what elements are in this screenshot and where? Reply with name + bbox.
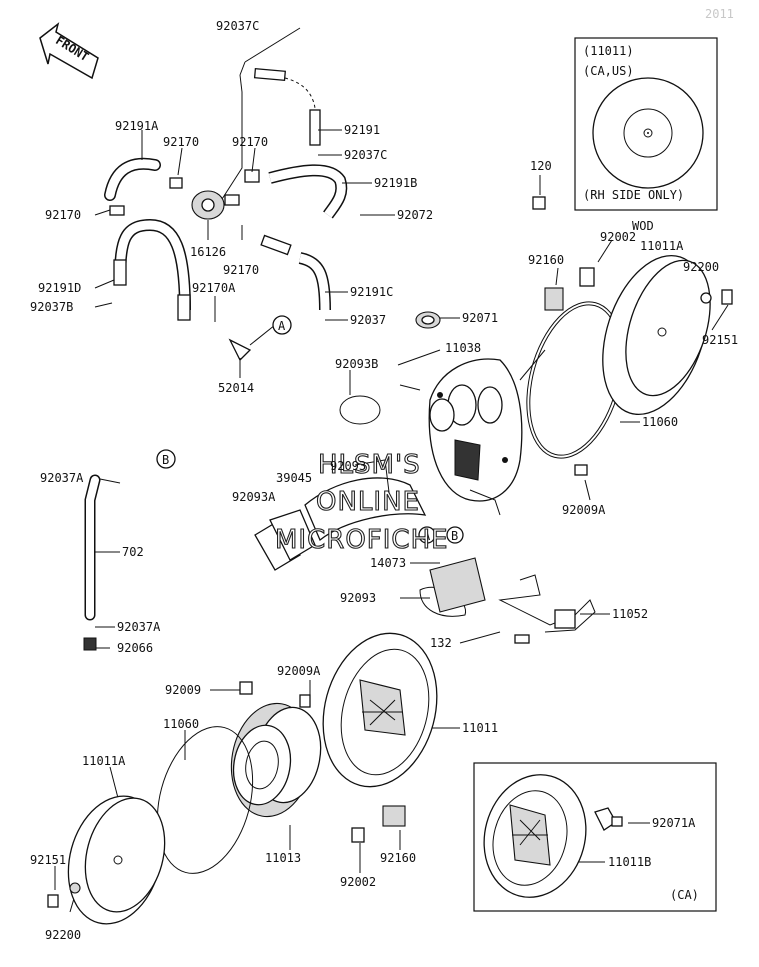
label-92037: 92037	[350, 313, 386, 327]
oring-11060-bottom	[156, 726, 254, 874]
label-132: 132	[430, 636, 452, 650]
base-plate-assembly	[339, 311, 523, 516]
callout-A-top: A	[272, 315, 292, 335]
inset-top-code: (11011)	[583, 44, 634, 58]
gasket-parts	[254, 301, 624, 617]
label-11060-bot: 11060	[163, 717, 199, 731]
label-92009A-right: 92009A	[562, 503, 606, 517]
label-92191B: 92191B	[374, 176, 417, 190]
label-92093-mid: 92093	[340, 591, 376, 605]
label-92093B: 92093B	[335, 357, 378, 371]
label-92191A: 92191A	[115, 119, 159, 133]
cover-11011	[322, 632, 438, 788]
label-92037C-mid: 92037C	[344, 148, 387, 162]
cover-11011A-bottom	[67, 795, 166, 925]
label-92066: 92066	[117, 641, 153, 655]
label-11013: 11013	[265, 851, 301, 865]
watermark-line2: ONLINE	[316, 487, 420, 517]
leader-lines	[54, 27, 729, 913]
inset-top-region: (CA,US)	[583, 64, 634, 78]
hardware-parts	[47, 196, 733, 908]
callout-A-mid: A	[418, 526, 436, 544]
label-92037B: 92037B	[30, 300, 73, 314]
label-92170-a: 92170	[163, 135, 199, 149]
corner-code: 2011	[705, 7, 734, 21]
label-92072: 92072	[397, 208, 433, 222]
label-92037C-top: 92037C	[216, 19, 259, 33]
callout-B-mid: B	[446, 526, 464, 544]
label-WOD: WOD	[632, 219, 654, 233]
label-92160-bot: 92160	[380, 851, 416, 865]
label-11011A-bot: 11011A	[82, 754, 126, 768]
label-92037A-top: 92037A	[40, 471, 84, 485]
label-11052: 11052	[612, 607, 648, 621]
label-92170-d: 92170	[223, 263, 259, 277]
label-92071A: 92071A	[652, 816, 696, 830]
label-11011A-top: 11011A	[640, 239, 684, 253]
label-92009A-mid: 92009A	[277, 664, 321, 678]
watermark-line3: MICROFICHE	[275, 525, 449, 555]
label-52014: 52014	[218, 381, 254, 395]
svg-text:A: A	[423, 529, 431, 543]
label-39045: 39045	[276, 471, 312, 485]
inset-top-note: (RH SIDE ONLY)	[583, 188, 684, 202]
label-11060-top: 11060	[642, 415, 678, 429]
front-arrow-icon: FRONT	[39, 22, 99, 80]
label-92093A: 92093A	[232, 490, 276, 504]
part-labels: 92037C 92191A 92170 92170 92191 92037C 9…	[30, 19, 738, 942]
label-11038: 11038	[445, 341, 481, 355]
callout-B-left: B	[156, 449, 176, 469]
label-14073: 14073	[370, 556, 406, 570]
element-11013	[230, 702, 322, 818]
label-92200-top: 92200	[683, 260, 719, 274]
inset-bottom-box: 92071A 11011B (CA)	[473, 762, 717, 912]
watermark: HLSM'S ONLINE MICROFICHE	[274, 449, 449, 555]
label-92009: 92009	[165, 683, 201, 697]
label-92071: 92071	[462, 311, 498, 325]
label-92191: 92191	[344, 123, 380, 137]
svg-text:A: A	[278, 319, 286, 333]
label-11011B: 11011B	[608, 855, 651, 869]
cover-11011A-top	[602, 254, 711, 416]
label-92191D: 92191D	[38, 281, 81, 295]
svg-text:B: B	[451, 529, 458, 543]
label-11011: 11011	[462, 721, 498, 735]
label-92191C: 92191C	[350, 285, 393, 299]
label-92200-bot: 92200	[45, 928, 81, 942]
label-16126: 16126	[190, 245, 226, 259]
label-92002-bot: 92002	[340, 875, 376, 889]
inset-top-box: (11011) (CA,US) (RH SIDE ONLY)	[574, 37, 718, 211]
label-702: 702	[122, 545, 144, 559]
inset-bottom-region: (CA)	[670, 888, 699, 902]
label-92037A-bot: 92037A	[117, 620, 161, 634]
label-92170A: 92170A	[192, 281, 236, 295]
label-92160-top: 92160	[528, 253, 564, 267]
label-92002-top: 92002	[600, 230, 636, 244]
label-92170-c: 92170	[45, 208, 81, 222]
label-92151-bot: 92151	[30, 853, 66, 867]
label-92151-top: 92151	[702, 333, 738, 347]
label-92170-b: 92170	[232, 135, 268, 149]
label-120: 120	[530, 159, 552, 173]
watermark-line1: HLSM'S	[318, 450, 421, 480]
hose-group-top	[104, 61, 348, 362]
label-92093: 92093	[330, 459, 366, 473]
bracket-11052	[498, 574, 596, 633]
svg-text:B: B	[162, 453, 169, 467]
